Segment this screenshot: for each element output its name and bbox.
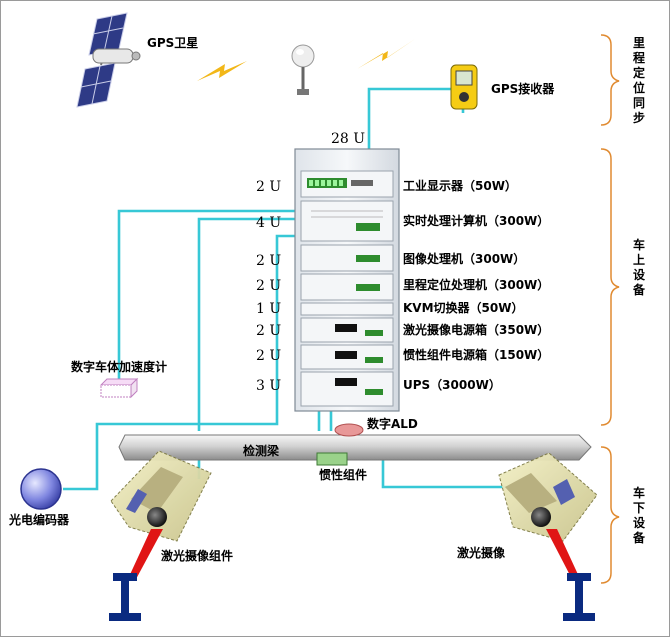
rack-unit-size: 1 U: [256, 301, 281, 317]
ald-sensor-icon: [334, 423, 364, 437]
satellite-label: GPS卫星: [147, 36, 198, 50]
lightning-icon-right: [357, 39, 415, 69]
wire-computer-to-beam: [197, 217, 301, 431]
inertial-label: 惯性组件: [319, 467, 367, 482]
lightning-icon-left: [197, 61, 247, 81]
equipment-rack: [294, 148, 400, 412]
rack-unit-name: 工业显示器（50W）: [403, 178, 517, 193]
rack-unit-size: 3 U: [256, 378, 281, 394]
rack-unit-list: 2 U 工业显示器（50W） 4 U 实时处理计算机（300W） 2 U 图像处…: [256, 178, 549, 394]
wire-encoder: [63, 471, 99, 491]
rack-unit-size: 4 U: [256, 215, 281, 231]
inertial-unit-icon: [316, 452, 348, 466]
gps-receiver-icon: [450, 64, 478, 110]
wire-inertial-to-right-camera: [381, 459, 513, 489]
ald-label: 数字ALD: [367, 416, 418, 431]
camera-assembly-right-icon: [498, 452, 598, 581]
rack-unit-size: 2 U: [256, 253, 281, 269]
encoder-icon: [20, 468, 62, 510]
wire-rack-to-left-camera: [95, 234, 301, 471]
camera-left-label: 激光摄像组件: [161, 548, 233, 563]
accelerometer-label: 数字车体加速度计: [71, 359, 167, 374]
section-bracket-underbody: [600, 446, 620, 584]
rail-right-icon: [563, 573, 595, 621]
wire-gps-to-rack: [367, 87, 465, 149]
camera-assembly-left-icon: [110, 450, 212, 581]
inspection-beam: [118, 434, 592, 461]
rack-unit-size: 2 U: [256, 348, 281, 364]
gps-antenna-icon: [291, 44, 315, 95]
rack-unit-name: UPS（3000W）: [403, 377, 501, 392]
section-bracket-sync: [600, 34, 620, 126]
rack-unit-name: KVM切换器（50W）: [403, 300, 523, 315]
rack-unit-name: 实时处理计算机（300W）: [403, 213, 549, 228]
section-label-underbody: 车下设备: [632, 485, 646, 545]
section-label-onboard: 车上设备: [632, 237, 646, 297]
rack-unit-name: 图像处理机（300W）: [403, 251, 525, 266]
camera-right-label: 激光摄像: [457, 545, 506, 560]
rail-left-icon: [109, 573, 141, 621]
rack-unit-name: 里程定位处理机（300W）: [403, 277, 549, 292]
wire-computer-to-accelerometer: [117, 209, 301, 385]
encoder-label: 光电编码器: [8, 512, 70, 527]
rack-height-label: 28 U: [331, 131, 365, 147]
accelerometer-icon: [99, 377, 139, 399]
rack-unit-name: 惯性组件电源箱（150W）: [403, 347, 549, 362]
beam-label: 检测梁: [243, 443, 279, 458]
section-label-sync: 里程定位同步: [633, 35, 645, 125]
receiver-label: GPS接收器: [491, 81, 555, 96]
section-bracket-onboard: [600, 148, 620, 426]
satellite-icon: [76, 12, 141, 108]
rack-unit-name: 激光摄像电源箱（350W）: [403, 322, 549, 337]
rack-unit-size: 2 U: [256, 179, 281, 195]
rack-unit-size: 2 U: [256, 278, 281, 294]
rack-unit-size: 2 U: [256, 323, 281, 339]
